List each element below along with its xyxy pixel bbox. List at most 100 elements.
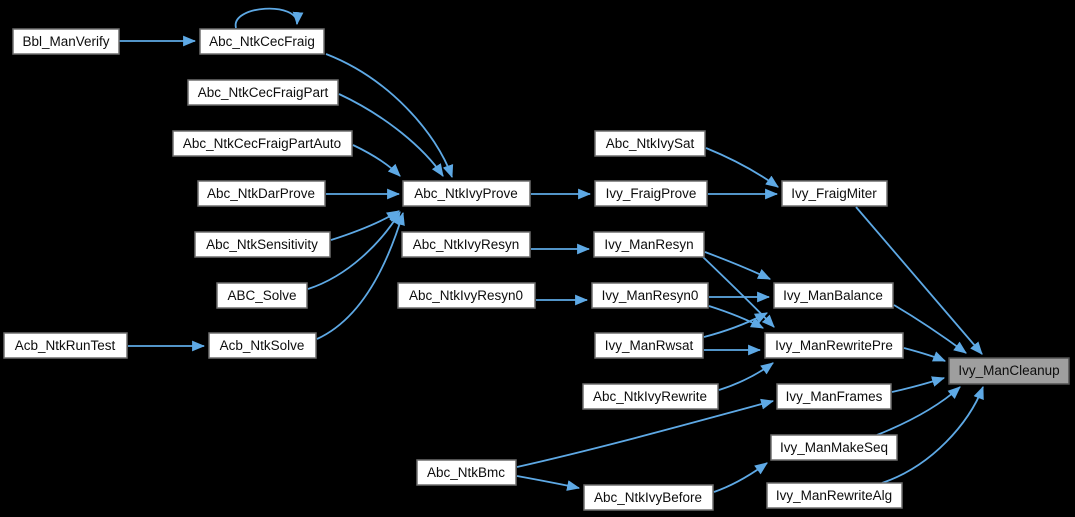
edge-ABC_Solve-Abc_NtkIvyProve: [307, 211, 401, 290]
node-box: [764, 332, 904, 359]
node-Abc_NtkCecFraig[interactable]: Abc_NtkCecFraig: [199, 28, 325, 55]
node-label: Acb_NtkRunTest: [15, 338, 116, 353]
node-label: Ivy_ManResyn: [604, 237, 693, 252]
node-Abc_NtkIvyRewrite[interactable]: Abc_NtkIvyRewrite: [582, 383, 719, 410]
node-box: [583, 484, 714, 511]
node-label: Abc_NtkBmc: [427, 465, 505, 480]
edge-Acb_NtkSolve-Abc_NtkIvyProve: [316, 211, 405, 340]
node-Abc_NtkIvyBefore[interactable]: Abc_NtkIvyBefore: [583, 484, 714, 511]
edge-Abc_NtkIvyRewrite-Ivy_ManRewritePre: [718, 362, 774, 391]
edge-Ivy_ManBalance-Ivy_ManCleanup: [893, 304, 967, 354]
node-Acb_NtkSolve[interactable]: Acb_NtkSolve: [208, 332, 317, 359]
node-label: Abc_NtkIvyProve: [414, 186, 518, 201]
node-label: Ivy_ManResyn0: [602, 288, 699, 303]
node-box: [948, 357, 1070, 385]
edge-Ivy_ManMakeSeq-Ivy_ManCleanup: [876, 386, 961, 436]
node-Abc_NtkIvyResyn0[interactable]: Abc_NtkIvyResyn0: [397, 282, 536, 309]
node-label: Abc_NtkCecFraigPart: [198, 85, 329, 100]
node-box: [582, 383, 719, 410]
node-label: Ivy_FraigProve: [606, 186, 697, 201]
node-Ivy_ManRewriteAlg[interactable]: Ivy_ManRewriteAlg: [766, 482, 903, 509]
node-Abc_NtkDarProve[interactable]: Abc_NtkDarProve: [197, 180, 326, 207]
node-box: [3, 332, 128, 359]
node-label: Ivy_ManRewriteAlg: [776, 488, 892, 503]
node-label: Abc_NtkIvyBefore: [594, 490, 702, 505]
node-label: Ivy_ManMakeSeq: [780, 440, 888, 455]
node-label: Ivy_ManFrames: [786, 389, 883, 404]
node-box: [401, 231, 531, 258]
node-Bbl_ManVerify[interactable]: Bbl_ManVerify: [12, 28, 120, 55]
node-box: [397, 282, 536, 309]
node-Acb_NtkRunTest[interactable]: Acb_NtkRunTest: [3, 332, 128, 359]
node-label: Ivy_ManCleanup: [958, 363, 1059, 378]
node-Ivy_ManRewritePre[interactable]: Ivy_ManRewritePre: [764, 332, 904, 359]
node-box: [591, 282, 709, 309]
node-box: [766, 482, 903, 509]
node-box: [770, 434, 898, 461]
edge-Abc_NtkIvyBefore-Ivy_ManMakeSeq: [713, 462, 768, 493]
node-Ivy_ManBalance[interactable]: Ivy_ManBalance: [773, 282, 894, 309]
edge-Ivy_ManFrames-Ivy_ManCleanup: [891, 376, 946, 393]
node-box: [781, 180, 888, 207]
edge-Abc_NtkBmc-Ivy_ManFrames: [516, 398, 775, 468]
node-Ivy_ManResyn[interactable]: Ivy_ManResyn: [593, 231, 705, 258]
node-label: Ivy_FraigMiter: [791, 186, 877, 201]
edge-Abc_NtkIvySat-Ivy_FraigMiter: [705, 147, 779, 188]
node-box: [594, 130, 706, 157]
edge-Ivy_ManResyn-Ivy_ManBalance: [704, 251, 771, 280]
node-label: ABC_Solve: [227, 288, 296, 303]
node-box: [12, 28, 120, 55]
node-box: [194, 231, 331, 258]
edge-Abc_NtkCecFraig-Abc_NtkIvyProve: [325, 53, 454, 179]
node-box: [416, 459, 517, 486]
node-Abc_NtkIvyProve[interactable]: Abc_NtkIvyProve: [402, 180, 531, 207]
node-box: [594, 332, 704, 359]
node-box: [197, 180, 326, 207]
node-label: Abc_NtkCecFraig: [209, 34, 315, 49]
node-box: [773, 282, 894, 309]
node-label: Abc_NtkCecFraigPartAuto: [183, 136, 341, 151]
edge-Ivy_ManRewritePre-Ivy_ManCleanup: [903, 347, 947, 362]
node-Abc_NtkIvyResyn[interactable]: Abc_NtkIvyResyn: [401, 231, 531, 258]
node-Ivy_ManMakeSeq[interactable]: Ivy_ManMakeSeq: [770, 434, 898, 461]
node-ABC_Solve[interactable]: ABC_Solve: [216, 282, 308, 309]
node-label: Acb_NtkSolve: [220, 338, 305, 353]
node-label: Abc_NtkIvyRewrite: [593, 389, 707, 404]
edge-Abc_NtkCecFraig-self-loop: [235, 7, 304, 29]
node-box: [594, 180, 708, 207]
node-box: [208, 332, 317, 359]
edge-Abc_NtkCecFraigPart-Abc_NtkIvyProve: [338, 93, 444, 177]
edge-Ivy_FraigMiter-Ivy_ManCleanup: [855, 206, 983, 355]
node-Ivy_FraigProve[interactable]: Ivy_FraigProve: [594, 180, 708, 207]
node-box: [402, 180, 531, 207]
node-box: [199, 28, 325, 55]
node-Abc_NtkCecFraigPartAuto[interactable]: Abc_NtkCecFraigPartAuto: [172, 130, 353, 157]
node-Ivy_FraigMiter[interactable]: Ivy_FraigMiter: [781, 180, 888, 207]
edge-Abc_NtkCecFraigPartAuto-Abc_NtkIvyProve: [352, 144, 401, 177]
node-Abc_NtkCecFraigPart[interactable]: Abc_NtkCecFraigPart: [187, 79, 339, 106]
edge-Ivy_ManRwsat-Ivy_ManBalance: [703, 312, 768, 338]
node-label: Abc_NtkDarProve: [207, 186, 315, 201]
node-label: Bbl_ManVerify: [22, 34, 109, 49]
edge-Abc_NtkSensitivity-Abc_NtkIvyProve: [330, 210, 400, 241]
node-Abc_NtkIvySat[interactable]: Abc_NtkIvySat: [594, 130, 706, 157]
edge-Ivy_ManRewriteAlg-Ivy_ManCleanup: [881, 385, 984, 484]
edge-Ivy_ManResyn0-Ivy_ManRewritePre: [708, 305, 764, 329]
node-label: Abc_NtkIvySat: [606, 136, 695, 151]
node-box: [776, 383, 892, 410]
node-box: [187, 79, 339, 106]
node-label: Ivy_ManRewritePre: [775, 338, 893, 353]
node-label: Ivy_ManRwsat: [605, 338, 694, 353]
node-Ivy_ManResyn0[interactable]: Ivy_ManResyn0: [591, 282, 709, 309]
node-Ivy_ManCleanup: Ivy_ManCleanup: [948, 357, 1070, 385]
node-box: [216, 282, 308, 309]
node-Ivy_ManFrames[interactable]: Ivy_ManFrames: [776, 383, 892, 410]
node-label: Ivy_ManBalance: [783, 288, 883, 303]
node-label: Abc_NtkIvyResyn: [413, 237, 520, 252]
node-Ivy_ManRwsat[interactable]: Ivy_ManRwsat: [594, 332, 704, 359]
node-Abc_NtkBmc[interactable]: Abc_NtkBmc: [416, 459, 517, 486]
node-Abc_NtkSensitivity[interactable]: Abc_NtkSensitivity: [194, 231, 331, 258]
edge-Abc_NtkBmc-Abc_NtkIvyBefore: [516, 475, 581, 491]
